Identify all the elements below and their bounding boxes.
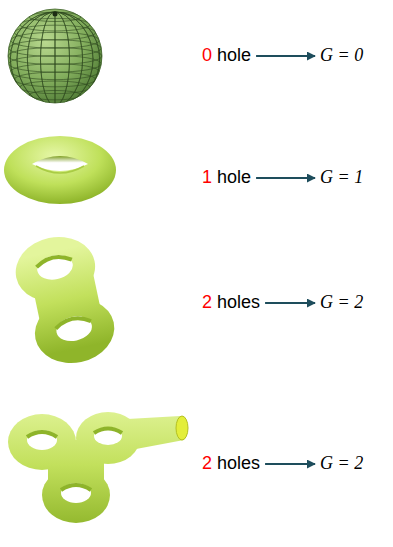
parallel-line (20, 18, 90, 31)
meridian-line (10, 12, 99, 106)
arrow-connector (265, 463, 315, 465)
genus-label: G = 2 (320, 292, 363, 312)
meridian-line (17, 12, 93, 106)
genus-value: G = 1 (318, 164, 365, 190)
hole-word: hole (217, 167, 251, 187)
meridian-line (55, 12, 56, 106)
hole-number: 2 (202, 453, 212, 473)
parallel-line (29, 90, 81, 99)
genus-value: G = 0 (318, 42, 365, 68)
genus-label: G = 0 (320, 45, 363, 65)
parallel-line (11, 64, 100, 80)
parallel-line (8, 48, 102, 65)
meridian-line (10, 12, 99, 106)
hole-word: holes (217, 453, 260, 473)
hole-count: 2holes (200, 289, 262, 315)
hole-number: 0 (202, 45, 212, 65)
hole-number: 1 (202, 167, 212, 187)
parallel-line (29, 12, 81, 21)
hole-word: hole (217, 45, 251, 65)
hole-word: holes (217, 292, 260, 312)
meridian-line (17, 12, 93, 106)
arrow-connector (256, 177, 315, 179)
hole-count: 0hole (200, 42, 253, 68)
meridian-line (40, 12, 69, 106)
meridian-line (40, 12, 69, 106)
parallel-line (9, 40, 102, 57)
genus-value: G = 2 (318, 450, 365, 476)
arrow-connector (256, 55, 315, 57)
arrow-connector (265, 302, 315, 304)
parallel-line (20, 81, 90, 94)
parallel-line (11, 32, 100, 48)
genus-value: G = 2 (318, 289, 365, 315)
genus-label: G = 2 (320, 453, 363, 473)
genus-label: G = 1 (320, 167, 363, 187)
hole-count: 1hole (200, 164, 253, 190)
hole-number: 2 (202, 292, 212, 312)
hole-count: 2holes (200, 450, 262, 476)
parallel-line (14, 72, 95, 87)
